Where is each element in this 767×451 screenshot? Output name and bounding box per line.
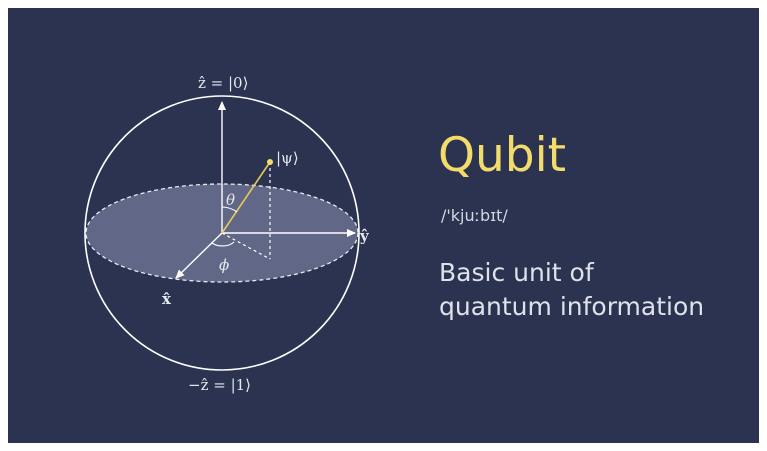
page-title: Qubit: [438, 128, 567, 183]
label-y: ŷ: [359, 227, 370, 245]
pronunciation: /'kjuːbɪt/: [441, 206, 508, 225]
x-axis: [175, 232, 223, 279]
label-phi: ϕ: [219, 256, 229, 274]
label-theta: θ: [226, 191, 235, 209]
theta-arc: [221, 206, 238, 213]
phi-arc: [211, 241, 235, 247]
bloch-sphere-diagram: ẑ = |0⟩ −ẑ = |1⟩ x̂ ŷ |ψ⟩ θ ϕ: [84, 74, 370, 394]
sphere-outline: [84, 95, 360, 371]
slide: ẑ = |0⟩ −ẑ = |1⟩ x̂ ŷ |ψ⟩ θ ϕ Qubit /'kj…: [8, 8, 759, 443]
description: Basic unit of quantum information: [439, 256, 704, 324]
label-x: x̂: [162, 290, 172, 308]
state-point: [267, 159, 273, 165]
description-line-1: Basic unit of: [439, 258, 594, 287]
state-vector: [221, 161, 271, 234]
description-line-2: quantum information: [439, 292, 705, 321]
label-z-bottom: −ẑ = |1⟩: [188, 376, 251, 394]
label-z-top: ẑ = |0⟩: [198, 74, 248, 92]
label-psi: |ψ⟩: [276, 149, 299, 167]
